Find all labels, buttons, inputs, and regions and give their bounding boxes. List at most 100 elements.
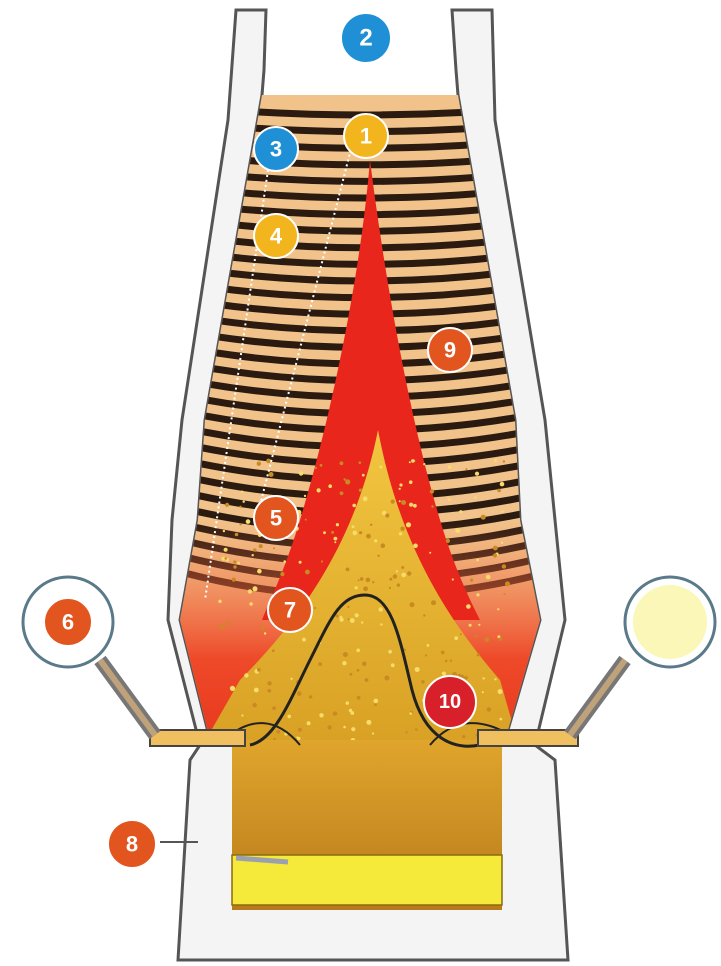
- coke-dot: [248, 589, 252, 593]
- coke-dot: [374, 539, 377, 542]
- marker-9-label: 9: [444, 338, 456, 363]
- coke-dot: [487, 707, 491, 711]
- coke-dot: [241, 491, 244, 494]
- coke-dot: [218, 600, 221, 603]
- coke-dot: [493, 546, 498, 551]
- coke-dot: [259, 544, 263, 548]
- coke-dot: [415, 667, 420, 672]
- coke-dot: [377, 555, 379, 557]
- coke-dot: [372, 732, 374, 734]
- coke-dot: [476, 593, 479, 596]
- coke-dot: [273, 547, 275, 549]
- coke-dot: [357, 669, 360, 672]
- coke-dot: [305, 519, 307, 521]
- coke-dot: [399, 532, 402, 535]
- coke-dot: [230, 686, 235, 691]
- coke-dot: [254, 688, 259, 693]
- coke-dot: [482, 691, 484, 693]
- coke-dot: [459, 510, 462, 513]
- coke-dot: [365, 678, 369, 682]
- coke-dot: [244, 673, 248, 677]
- coke-dot: [409, 503, 413, 507]
- coke-dot: [407, 571, 411, 575]
- coke-dot: [481, 515, 486, 520]
- coke-dot: [272, 706, 276, 710]
- coke-dot: [266, 459, 271, 464]
- coke-dot: [360, 577, 364, 581]
- coke-dot: [276, 730, 280, 734]
- coke-dot: [399, 483, 402, 486]
- coke-dot: [353, 531, 358, 536]
- coke-dot: [374, 699, 379, 704]
- coke-dot: [474, 496, 476, 498]
- marker-2-label: 2: [359, 25, 372, 52]
- coke-dot: [359, 531, 362, 534]
- coke-dot: [253, 548, 256, 551]
- coke-dot: [342, 661, 346, 665]
- coke-dot: [430, 489, 434, 493]
- coke-dot: [425, 654, 427, 656]
- coke-dot: [427, 644, 430, 647]
- coke-dot: [239, 506, 241, 508]
- coke-dot: [298, 728, 302, 732]
- coke-dot: [504, 593, 506, 595]
- coke-dot: [393, 574, 397, 578]
- coke-dot: [290, 678, 292, 680]
- coke-dot: [223, 530, 225, 532]
- marker-2: 2: [341, 13, 391, 63]
- coke-dot: [269, 472, 274, 477]
- coke-dot: [401, 500, 406, 505]
- coke-dot: [340, 616, 343, 619]
- coke-dot: [356, 649, 360, 653]
- coke-dot: [431, 505, 433, 507]
- coke-dot: [363, 496, 368, 501]
- coke-dot: [478, 624, 480, 626]
- marker-8-label: 8: [126, 832, 138, 857]
- coke-dot: [400, 527, 404, 531]
- coke-dot: [423, 463, 425, 465]
- coke-dot: [359, 489, 362, 492]
- coke-dot: [252, 703, 257, 708]
- marker-10-label: 10: [439, 691, 461, 713]
- coke-dot: [503, 460, 505, 462]
- coke-dot: [257, 462, 261, 466]
- coke-dot: [477, 653, 480, 656]
- coke-dot: [411, 459, 415, 463]
- coke-dot: [409, 712, 412, 715]
- coke-dot: [380, 623, 382, 625]
- coke-dot: [474, 635, 476, 637]
- coke-dot: [302, 638, 306, 642]
- coke-dot: [346, 701, 349, 704]
- coke-dot: [233, 560, 236, 563]
- coke-dot: [500, 482, 505, 487]
- coke-dot: [264, 632, 266, 634]
- coke-dot: [501, 510, 503, 512]
- coke-dot: [226, 621, 230, 625]
- coke-dot: [343, 726, 346, 729]
- coke-dot: [304, 495, 306, 497]
- coke-dot: [331, 531, 334, 534]
- coke-dot: [352, 525, 355, 528]
- coke-dot: [237, 562, 240, 565]
- coke-dot: [307, 721, 311, 725]
- coke-dot: [272, 649, 275, 652]
- coke-dot: [476, 559, 479, 562]
- coke-dot: [299, 471, 303, 475]
- coke-dot: [297, 737, 300, 740]
- coke-dot: [257, 569, 262, 574]
- coke-dot: [321, 560, 323, 562]
- coke-dot: [305, 570, 310, 575]
- coke-dot: [475, 472, 479, 476]
- coke-dot: [460, 633, 462, 635]
- coke-dot: [502, 564, 506, 568]
- coke-dot: [421, 680, 425, 684]
- coke-dot: [379, 466, 382, 469]
- coke-dot: [352, 504, 356, 508]
- coke-dot: [379, 607, 383, 611]
- coke-dot: [445, 660, 448, 663]
- coke-dot: [410, 602, 415, 607]
- coke-dot: [315, 467, 317, 469]
- marker-10: 10: [424, 676, 476, 728]
- coke-dot: [485, 637, 490, 642]
- coke-dot: [344, 478, 346, 480]
